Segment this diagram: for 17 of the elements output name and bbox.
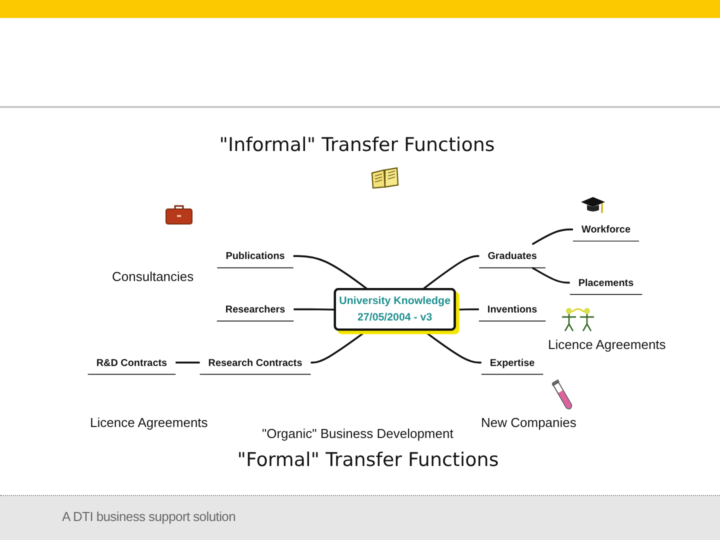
caption: "Formal" Transfer Functions (237, 450, 499, 472)
label: Licence Agreements (548, 338, 666, 353)
connector (422, 329, 482, 364)
connector (293, 255, 368, 290)
label: "Organic" Business Development (262, 427, 454, 442)
connector (422, 255, 480, 290)
connector (176, 362, 200, 364)
footer-text: A DTI business support solution (62, 509, 236, 524)
label: New Companies (481, 416, 576, 431)
connector (532, 228, 573, 246)
connector (310, 329, 368, 364)
label: Consultancies (112, 270, 194, 285)
title: "Informal" Transfer Functions (219, 135, 495, 157)
connector (455, 308, 479, 311)
label: Licence Agreements (90, 416, 208, 431)
connector (294, 308, 336, 311)
connector (532, 266, 570, 284)
